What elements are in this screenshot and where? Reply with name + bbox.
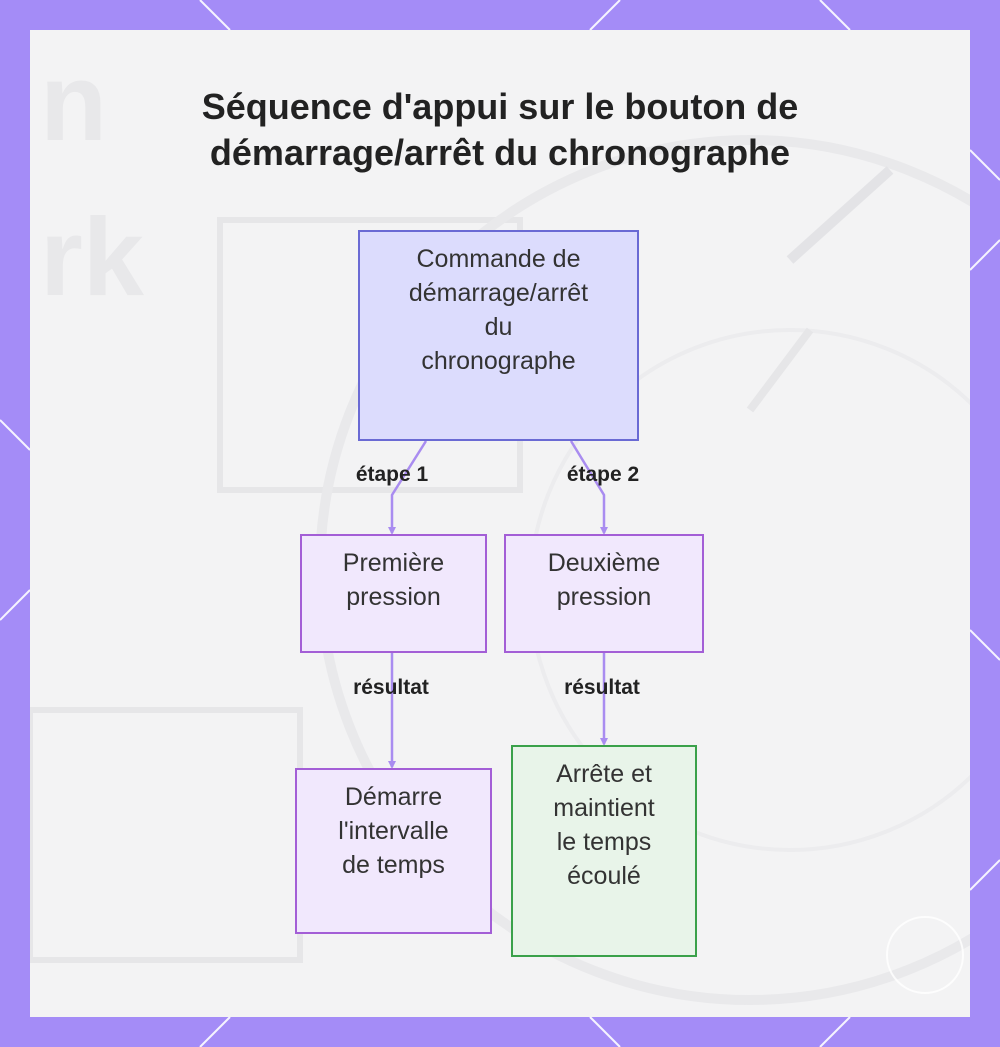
node-first-press: Première pression (300, 534, 487, 653)
edge-label-step-1: étape 1 (355, 463, 429, 486)
title-line-1: Séquence d'appui sur le bouton de (201, 86, 799, 127)
node-start-stop-command: Commande de démarrage/arrêt du chronogra… (358, 230, 639, 441)
svg-text:rk: rk (40, 196, 145, 319)
node-line: du (484, 313, 513, 341)
node-line: Deuxième (547, 549, 661, 577)
edge-root-to-second-press (569, 440, 606, 533)
node-line: Commande de (416, 245, 581, 273)
edge-label-result-2: résultat (564, 676, 640, 699)
node-line: démarrage/arrêt (408, 279, 589, 307)
diagram-panel: n rk (30, 30, 970, 1017)
node-line: écoulé (567, 862, 641, 890)
node-stop-and-hold: Arrête et maintient le temps écoulé (511, 745, 697, 957)
seal-icon (886, 916, 964, 994)
node-line: pression (346, 583, 441, 611)
diagram-title: Séquence d'appui sur le bouton de démarr… (30, 84, 970, 176)
node-start-interval: Démarre l'intervalle de temps (295, 768, 492, 934)
arrowhead-icon (600, 527, 608, 535)
node-line: le temps (556, 828, 652, 856)
edge-label-step-2: étape 2 (566, 463, 640, 486)
node-line: l'intervalle (338, 817, 449, 845)
svg-text:n: n (40, 41, 107, 164)
node-line: Première (342, 549, 445, 577)
node-line: Démarre (344, 783, 443, 811)
node-line: Arrête et (556, 760, 652, 788)
edge-root-to-first-press (390, 440, 428, 533)
node-line: chronographe (421, 347, 576, 375)
node-line: maintient (553, 794, 655, 822)
node-second-press: Deuxième pression (504, 534, 704, 653)
node-line: pression (556, 583, 652, 611)
node-line: de temps (342, 851, 445, 879)
edge-label-result-1: résultat (353, 676, 429, 699)
arrowhead-icon (388, 761, 396, 769)
arrowhead-icon (600, 738, 608, 746)
arrowhead-icon (388, 527, 396, 535)
title-line-2: démarrage/arrêt du chronographe (209, 132, 791, 173)
